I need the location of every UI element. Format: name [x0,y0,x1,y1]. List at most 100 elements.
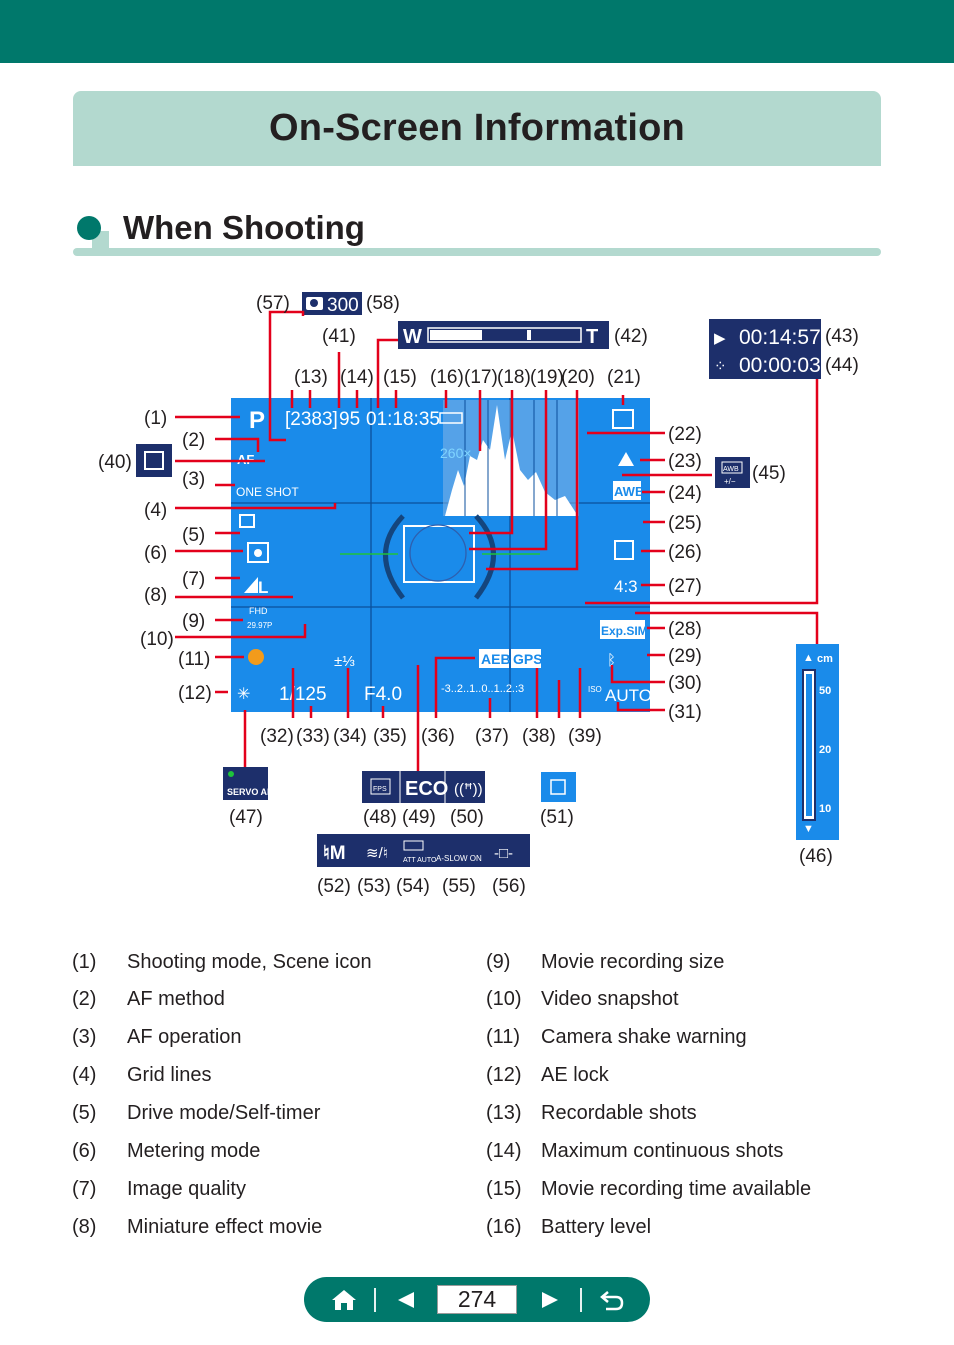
home-button[interactable] [322,1277,366,1322]
svg-text:(4): (4) [144,500,167,521]
prev-page-button[interactable] [384,1277,428,1322]
svg-text:AWB: AWB [723,466,739,473]
svg-text:(3): (3) [182,469,205,490]
svg-text:(10): (10) [140,629,174,650]
svg-text:FPS: FPS [373,786,387,793]
next-page-button[interactable] [528,1277,572,1322]
servo-af-icon: SERVO AF [223,767,273,800]
svg-text:T: T [586,326,598,348]
page-number: 274 [437,1285,517,1314]
svg-text:(42): (42) [614,326,648,347]
image-quality-l: L [258,578,268,597]
svg-text:(37): (37) [475,726,509,747]
svg-text:50: 50 [819,685,831,697]
level-arc-right [474,514,496,600]
af-method-icon: AF [237,452,254,467]
zoom-bar: W T [398,321,609,349]
svg-text:(57): (57) [256,293,290,314]
return-arrow-icon [600,1290,624,1310]
svg-text:(1): (1) [144,408,167,429]
svg-text:(36): (36) [421,726,455,747]
svg-text:300: 300 [327,295,359,316]
svg-text:(32): (32) [260,726,294,747]
svg-text:00:00:03: 00:00:03 [739,354,821,377]
svg-text:(26): (26) [668,542,702,563]
picture-style-icon [618,452,634,466]
svg-text:(38): (38) [522,726,556,747]
svg-text:(41): (41) [322,326,356,347]
svg-text:(7): (7) [182,569,205,590]
battery-icon [439,412,463,424]
svg-text:(44): (44) [825,355,859,376]
metering-dot-icon [254,549,262,557]
svg-text:(21): (21) [607,367,641,388]
svg-text:▼: ▼ [803,823,814,835]
svg-text:(6): (6) [144,543,167,564]
svg-text:(39): (39) [568,726,602,747]
back-button[interactable] [590,1277,634,1322]
svg-text:+/−: +/− [724,477,736,486]
svg-text:(52): (52) [317,876,351,897]
aeb-badge: AEB [479,649,511,668]
flash-comp-value: ±⅓ [334,653,355,670]
svg-text:(35): (35) [373,726,407,747]
spot-metering-circle [409,524,467,582]
camera-shake-icon [248,649,264,665]
audio-movie-bar: ♮M ≋/♮ ATT AUTO A-SLOW ON -□- [317,834,530,867]
svg-text:(15): (15) [383,367,417,388]
svg-text:(40): (40) [98,452,132,473]
svg-text:ATT AUTO: ATT AUTO [403,857,437,864]
svg-text:(56): (56) [492,876,526,897]
callout-numbers: (1) (2) (3) (4) (5) (6) (7) (8) (9) (10)… [98,293,859,897]
svg-text:(16): (16) [430,367,464,388]
wb-correction-icon: AWB +/− [715,457,750,488]
iso-value: AUTO [605,686,652,705]
af-frame [403,525,475,583]
svg-text:AWB: AWB [614,484,644,499]
svg-text:(18): (18) [497,367,531,388]
image-quality-icon [244,577,258,593]
page-title: On-Screen Information [269,107,685,149]
svg-text:(13): (13) [294,367,328,388]
svg-text:♮M: ♮M [323,843,346,864]
svg-text:(43): (43) [825,326,859,347]
svg-text:(11): (11) [178,649,210,670]
svg-text:(27): (27) [668,576,702,597]
focus-distance-scale: ▲ cm 50 20 10 ▼ [796,644,839,840]
aperture-value: F4.0 [364,684,402,705]
top-banner [0,0,954,63]
svg-text:(2): (2) [182,430,205,451]
camera-screen [231,398,650,712]
svg-text:(22): (22) [668,424,702,445]
self-timer-icon: ⁘ [714,358,727,375]
auto-lighting-icon [614,540,634,560]
nav-separator [580,1288,582,1312]
section-bullet-icon [77,216,109,248]
svg-text:(49): (49) [402,807,436,828]
svg-text:GPS: GPS [513,651,543,667]
svg-text:(53): (53) [357,876,391,897]
svg-text:-□-: -□- [494,845,513,862]
svg-text:(24): (24) [668,483,702,504]
movie-size-label: FHD [249,606,268,616]
section-title: When Shooting [123,209,365,246]
level-arc-left [383,514,405,600]
eco-fps-bar: FPS ECO ((ꟸ)) [362,771,485,803]
metering-mode-icon [247,542,269,563]
is-mode-icon: ((ꟸ)) [454,781,483,798]
svg-text:(30): (30) [668,673,702,694]
drive-mode-icon [239,514,255,528]
svg-text:(20): (20) [561,367,595,388]
svg-text:(19): (19) [530,367,564,388]
svg-text:(34): (34) [333,726,367,747]
af-frame-indicator-icon [612,409,634,429]
svg-text:(58): (58) [366,293,400,314]
movie-camera-icon: ▶ [714,330,726,347]
svg-text:20: 20 [819,744,831,756]
svg-text:(50): (50) [450,807,484,828]
svg-text:(54): (54) [396,876,430,897]
svg-text:(31): (31) [668,702,702,723]
svg-text:(48): (48) [363,807,397,828]
section-rule [73,248,881,256]
svg-text:(46): (46) [799,846,833,867]
